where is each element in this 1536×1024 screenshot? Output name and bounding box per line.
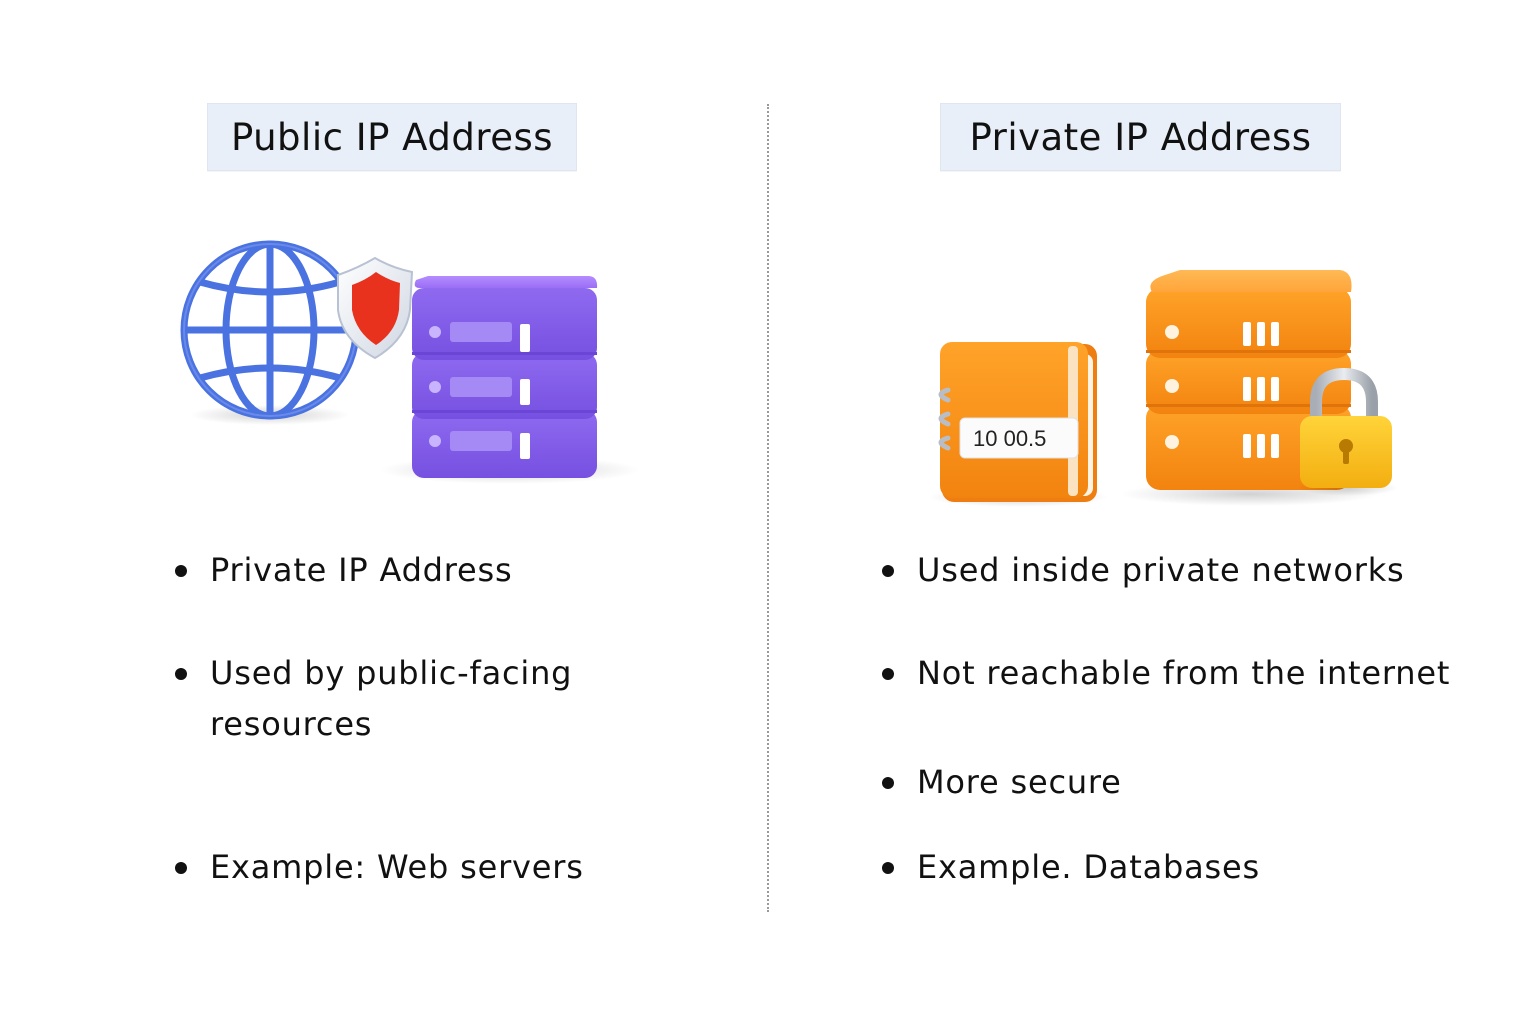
list-item: Example: Web servers (175, 842, 584, 893)
bullet-dot (882, 862, 894, 874)
center-divider (767, 104, 769, 912)
bullet-dot (882, 565, 894, 577)
globe-icon (180, 240, 360, 425)
padlock-icon (1298, 367, 1398, 496)
list-item: More secure (882, 757, 1122, 808)
private-ip-bullet-list: Used inside private networks Not reachab… (882, 0, 1522, 1024)
bullet-dot (882, 668, 894, 680)
private-ip-illustration: 10 00.5 (920, 262, 1420, 512)
list-item: Used by public-facing resources (175, 648, 572, 750)
shield-icon (337, 256, 414, 360)
public-ip-title: Public IP Address (207, 103, 577, 171)
public-ip-bullet-list: Private IP Address Used by public-facing… (175, 0, 735, 1024)
server-stack-icon (1120, 270, 1380, 506)
bullet-dot (175, 565, 187, 577)
list-item: Not reachable from the internet (882, 648, 1450, 699)
bullet-dot (175, 862, 187, 874)
list-item: Private IP Address (175, 545, 512, 596)
public-ip-illustration (170, 230, 650, 500)
list-item: Used inside private networks (882, 545, 1405, 596)
bullet-dot (175, 668, 187, 680)
address-book-icon: 10 00.5 (928, 342, 1108, 507)
address-label: 10 00.5 (973, 426, 1046, 451)
private-ip-title: Private IP Address (940, 103, 1341, 171)
bullet-dot (882, 777, 894, 789)
server-stack-icon (380, 276, 640, 484)
list-item: Example. Databases (882, 842, 1260, 893)
